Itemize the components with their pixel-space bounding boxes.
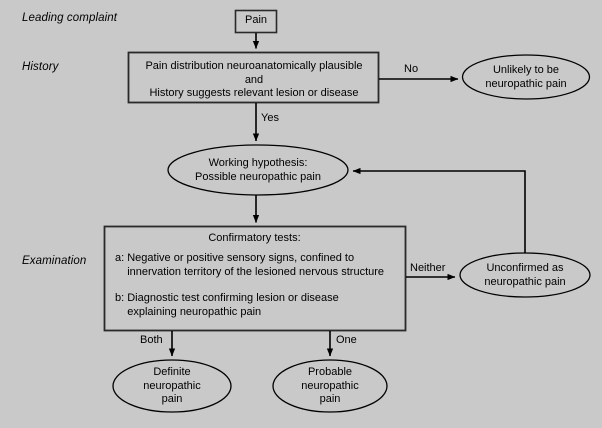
node-confirmatory-tests-shape [103, 225, 407, 332]
stage-label-examination: Examination [22, 255, 87, 267]
edge-label-one: One [336, 334, 357, 346]
node-definite-shape [112, 359, 232, 413]
stage-label-leading-complaint: Leading complaint [22, 12, 118, 24]
edge-label-both: Both [140, 334, 163, 346]
node-probable-shape [272, 359, 388, 413]
node-unlikely-shape [461, 54, 591, 100]
node-confirmatory-tests-title: Confirmatory tests: [208, 232, 301, 244]
node-confirmatory-tests-item-a1: a: Negative or positive sensory signs, c… [115, 252, 355, 264]
node-confirmatory-tests-item-b1: b: Diagnostic test confirming lesion or … [115, 292, 339, 304]
edge-label-no: No [404, 63, 419, 75]
node-confirmatory-tests-item-a2: innervation territory of the lesioned ne… [115, 265, 385, 278]
edge-label-neither: Neither [410, 262, 446, 274]
edge-unconfirmed-to-hypothesis [352, 167, 526, 253]
node-confirmatory-tests-item-b2: explaining neuropathic pain [115, 305, 262, 318]
node-working-hypothesis-shape [167, 144, 349, 196]
node-pain-shape [234, 9, 278, 34]
node-history-box-shape [127, 51, 380, 104]
edge-label-yes: Yes [261, 112, 279, 124]
node-unconfirmed-shape [459, 252, 591, 298]
stage-label-history: History [22, 61, 59, 73]
